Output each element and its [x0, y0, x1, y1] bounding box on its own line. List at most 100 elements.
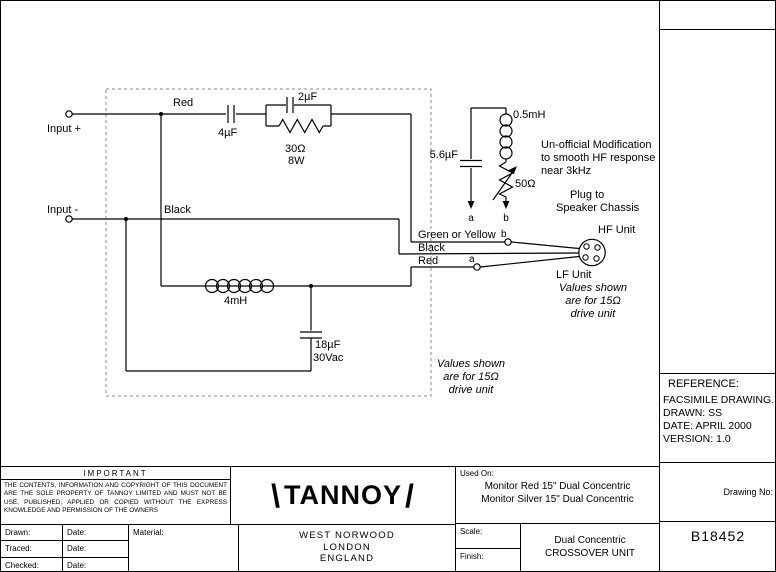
- label-input-plus: Input +: [47, 123, 81, 135]
- input-minus-terminal: [65, 215, 73, 223]
- traced-label-cell: Traced:: [1, 540, 63, 557]
- date-label: Date:: [67, 528, 87, 537]
- drawn-date-cell: Date:: [63, 524, 129, 540]
- used-on-line-1: Monitor Red 15" Dual Concentric: [484, 481, 631, 492]
- plug-note-line-2: Speaker Chassis: [556, 202, 640, 214]
- plug-point-b: [504, 238, 512, 246]
- point-a-plug: a: [469, 254, 475, 265]
- connector-pin: [594, 244, 601, 251]
- label-res-8w: 8W: [288, 155, 305, 167]
- address-box: WEST NORWOOD LONDON ENGLAND: [239, 524, 456, 571]
- drawing-no-divider: [659, 521, 775, 522]
- traced-date-cell: Date:: [63, 540, 129, 557]
- values-note-box-2: are for 15Ω: [443, 371, 498, 383]
- connector-pin: [593, 255, 600, 262]
- right-panel-divider: [659, 1, 660, 571]
- used-on-line-2: Monitor Silver 15" Dual Concentric: [481, 494, 634, 505]
- cap-5-6uf: [460, 159, 482, 168]
- logo-text: TANNOY: [284, 480, 402, 510]
- material-label: Material:: [133, 528, 164, 537]
- schematic-labels: Input + Input - Red Black 4µF 2µF 30Ω 8W…: [47, 91, 655, 396]
- plug-note-line-1: Plug to: [570, 189, 604, 201]
- traced-label: Traced:: [5, 544, 32, 553]
- connector-pin: [583, 243, 590, 250]
- label-hf-unit: HF Unit: [598, 224, 635, 236]
- connector-body: [578, 238, 606, 267]
- point-b-plug: b: [501, 229, 507, 240]
- junction-dot: [159, 112, 163, 116]
- values-note-connector-1: Values shown: [559, 282, 627, 294]
- circuit-components: [204, 97, 513, 339]
- values-note-connector-3: drive unit: [571, 308, 617, 320]
- reference-line-4: VERSION: 1.0: [663, 433, 731, 445]
- important-title: IMPORTANT: [1, 467, 230, 480]
- material-cell: Material:: [129, 524, 239, 571]
- mod-note-line-2: to smooth HF response: [541, 152, 655, 164]
- values-note-box-3: drive unit: [449, 384, 495, 396]
- point-b-mod: b: [503, 213, 509, 224]
- cap-18uf: [300, 331, 322, 339]
- speaker-connector: [578, 238, 606, 267]
- out-label-green-yellow: Green or Yellow: [418, 229, 496, 241]
- cap-2uf: [286, 97, 294, 113]
- label-cap-2uf: 2µF: [298, 91, 317, 103]
- scale-label: Scale:: [460, 527, 483, 536]
- label-ind-4mh: 4mH: [224, 295, 247, 307]
- label-cap-18uf-voltage: 30Vac: [313, 352, 344, 364]
- out-label-red: Red: [418, 255, 438, 267]
- important-text: THE CONTENTS, INFORMATION AND COPYRIGHT …: [4, 482, 227, 514]
- cap-4uf: [227, 105, 235, 123]
- wire-label-black: Black: [164, 204, 191, 216]
- logo-box: \TANNOY/: [231, 466, 456, 524]
- date-label: Date:: [67, 544, 87, 553]
- product-line-2: CROSSOVER UNIT: [544, 548, 635, 559]
- label-ind-0-5mh: 0.5mH: [513, 109, 545, 121]
- label-cap-5-6uf: 5.6µF: [430, 149, 459, 161]
- product-line-1: Dual Concentric: [554, 535, 626, 546]
- drawing-no-value: B18452: [690, 528, 746, 544]
- label-res-30ohm: 30Ω: [285, 143, 305, 155]
- address-line-1: WEST NORWOOD: [299, 530, 395, 541]
- mod-note-line-1: Un-official Modification: [541, 139, 651, 151]
- wire-label-red: Red: [173, 97, 193, 109]
- used-on-box: Used On: Monitor Red 15" Dual Concentric…: [456, 466, 659, 523]
- inductor-0-5mh: [499, 113, 513, 160]
- terminals-and-points: [65, 110, 517, 288]
- variable-resistor-arrowhead: [508, 166, 517, 175]
- arrow-b: [502, 201, 510, 209]
- top-box-divider: [659, 29, 775, 30]
- finish-cell: Finish:: [456, 548, 521, 571]
- drawn-label: Drawn:: [5, 528, 31, 537]
- drawing-no-label-box: Drawing No:: [659, 463, 775, 521]
- reference-box: REFERENCE: FACSIMILE DRAWING. DRAWN: SS …: [659, 373, 775, 463]
- checked-label: Checked:: [5, 561, 39, 570]
- finish-label: Finish:: [460, 552, 484, 561]
- reference-title: REFERENCE:: [668, 378, 739, 390]
- schematic-canvas: Input + Input - Red Black 4µF 2µF 30Ω 8W…: [47, 88, 655, 397]
- input-plus-terminal: [65, 110, 73, 118]
- plug-point-a: [473, 263, 481, 271]
- drawing-no-box: B18452: [659, 521, 775, 571]
- logo-slash: /: [405, 477, 415, 514]
- product-title-box: Dual Concentric CROSSOVER UNIT: [521, 523, 659, 571]
- out-label-black: Black: [418, 242, 445, 254]
- checked-date-cell: Date:: [63, 557, 129, 571]
- important-box: IMPORTANT THE CONTENTS, INFORMATION AND …: [1, 466, 231, 524]
- label-lf-unit: LF Unit: [556, 269, 591, 281]
- crossover-dashed-box: [105, 88, 432, 397]
- reference-line-3: DATE: APRIL 2000: [663, 420, 752, 432]
- circuit-wires: [72, 104, 580, 372]
- checked-label-cell: Checked:: [1, 557, 63, 571]
- junction-dot: [124, 217, 128, 221]
- address-line-2: LONDON: [323, 541, 371, 553]
- used-on-label: Used On:: [460, 469, 494, 478]
- date-label: Date:: [67, 561, 87, 570]
- label-input-minus: Input -: [47, 204, 79, 216]
- logo-backslash: \: [271, 477, 281, 514]
- inductor-4mh: [204, 278, 275, 294]
- label-cap-18uf: 18µF: [315, 339, 341, 351]
- values-note-connector-2: are for 15Ω: [565, 295, 620, 307]
- junction-dot: [309, 284, 313, 288]
- arrow-a: [467, 201, 475, 209]
